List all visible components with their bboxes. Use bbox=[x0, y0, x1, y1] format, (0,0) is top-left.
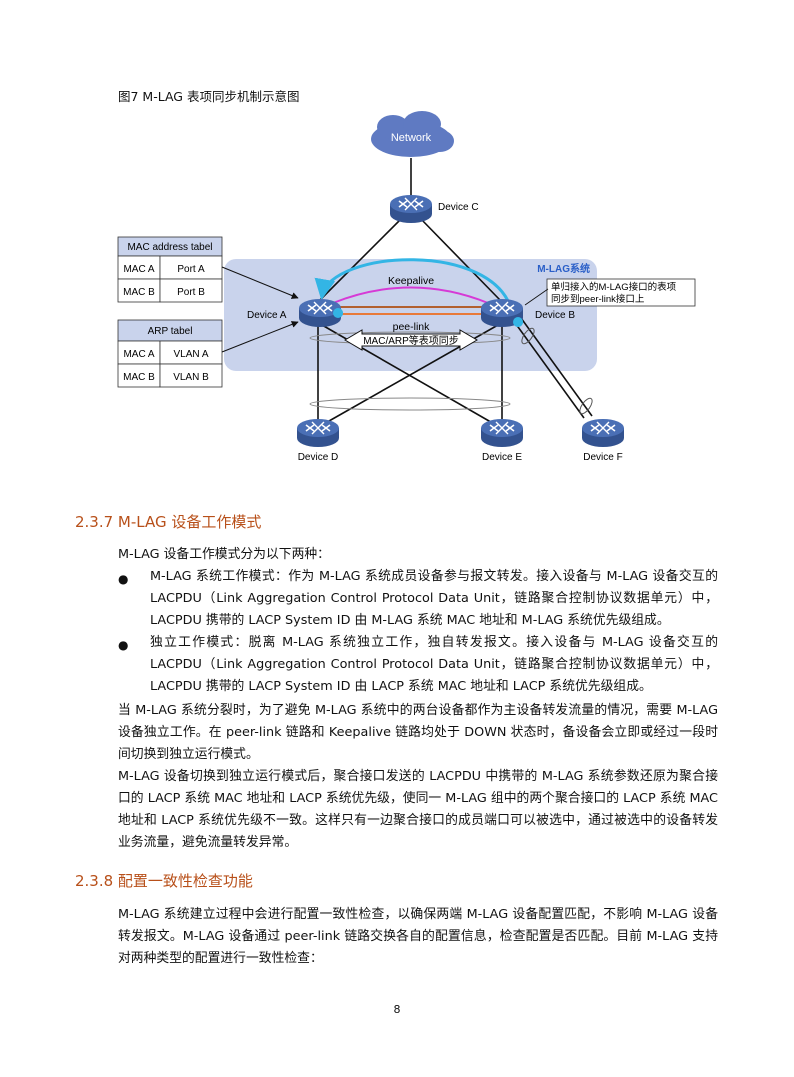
callout-line2: 同步到peer-link接口上 bbox=[551, 293, 645, 305]
callout-box bbox=[546, 278, 696, 307]
peer-link-label: pee-link bbox=[393, 321, 431, 333]
device-f-icon bbox=[581, 418, 625, 448]
device-e-icon bbox=[480, 418, 524, 448]
page-number: 8 bbox=[393, 1003, 401, 1016]
section-heading-237: 2.3.7 M-LAG 设备工作模式 bbox=[75, 513, 262, 531]
device-c-label: Device C bbox=[438, 202, 479, 213]
keepalive-label: Keepalive bbox=[388, 275, 434, 287]
network-cloud bbox=[371, 111, 454, 157]
device-c-icon bbox=[389, 194, 433, 224]
section-238-para: M-LAG 系统建立过程中会进行配置一致性检查，以确保两端 M-LAG 设备配置… bbox=[118, 907, 718, 966]
mac-table-title: MAC address tabel bbox=[127, 242, 212, 253]
sync-label: MAC/ARP等表项同步 bbox=[363, 334, 459, 347]
bullet-dot: ● bbox=[118, 638, 129, 652]
arp-table-cell: VLAN A bbox=[173, 349, 208, 360]
section-237-para1: 当 M-LAG 系统分裂时，为了避免 M-LAG 系统中的两台设备都作为主设备转… bbox=[118, 703, 718, 762]
mac-table-cell: MAC B bbox=[123, 287, 155, 298]
device-e-label: Device E bbox=[482, 452, 522, 463]
bullet-item-mlag-mode: M-LAG 系统工作模式：作为 M-LAG 系统成员设备参与报文转发。接入设备与… bbox=[150, 569, 718, 628]
section-237-para2: M-LAG 设备切换到独立运行模式后，聚合接口发送的 LACPDU 中携带的 M… bbox=[118, 769, 718, 850]
callout-line1: 单归接入的M-LAG接口的表项 bbox=[551, 281, 677, 293]
device-a-label: Device A bbox=[247, 310, 287, 321]
device-b-label: Device B bbox=[535, 310, 575, 321]
links bbox=[317, 158, 593, 426]
figure-caption: 图7 M-LAG 表项同步机制示意图 bbox=[118, 89, 300, 104]
section-237-intro: M-LAG 设备工作模式分为以下两种： bbox=[118, 547, 330, 562]
mac-table-cell: Port B bbox=[177, 287, 205, 298]
mac-table-cell: Port A bbox=[177, 264, 205, 275]
mlag-system-label: M-LAG系统 bbox=[537, 262, 590, 275]
bullet-item-standalone-mode: 独立工作模式：脱离 M-LAG 系统独立工作，独自转发报文。接入设备与 M-LA… bbox=[150, 635, 718, 694]
mac-table: MAC address tabel MAC A Port A MAC B Por… bbox=[117, 236, 223, 303]
device-f-label: Device F bbox=[583, 452, 622, 463]
arp-table-title: ARP tabel bbox=[148, 326, 193, 337]
sync-arrow bbox=[344, 329, 478, 351]
section-heading-238: 2.3.8 配置一致性检查功能 bbox=[75, 872, 253, 890]
device-d-icon bbox=[296, 418, 340, 448]
device-d-label: Device D bbox=[298, 452, 339, 463]
mlag-sync-diagram: M-LAG系统 Network pee-link Keepalive MAC/A… bbox=[117, 111, 696, 463]
network-label: Network bbox=[391, 132, 432, 144]
mac-table-cell: MAC A bbox=[123, 264, 154, 275]
arp-table-cell: VLAN B bbox=[173, 372, 209, 383]
arp-table-cell: MAC B bbox=[123, 372, 155, 383]
arp-table-cell: MAC A bbox=[123, 349, 154, 360]
bullet-dot: ● bbox=[118, 572, 129, 586]
arp-table: ARP tabel MAC A VLAN A MAC B VLAN B bbox=[117, 319, 223, 388]
